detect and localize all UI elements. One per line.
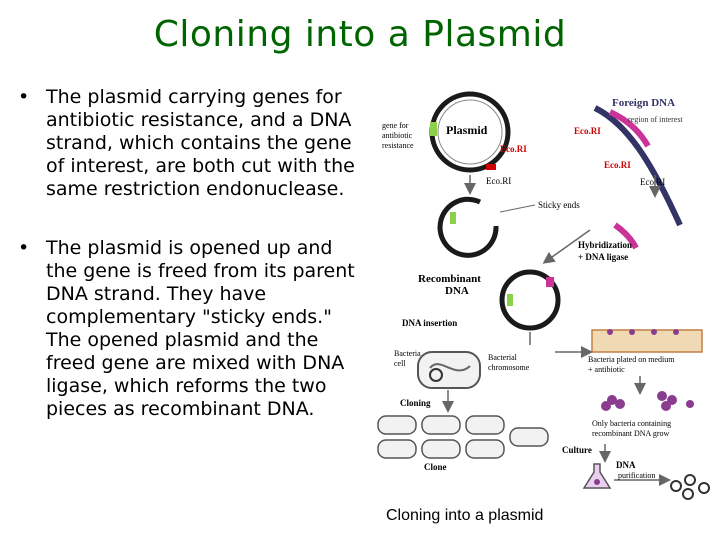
bullet-dot: • bbox=[18, 86, 30, 108]
purification-label-1: DNA bbox=[616, 460, 636, 470]
cloning-label: Cloning bbox=[400, 398, 431, 408]
recombinant-insert-mark bbox=[546, 277, 554, 287]
ecori-site-mark bbox=[486, 164, 496, 170]
foreign-dna-label: Foreign DNA bbox=[612, 97, 675, 109]
only-bacteria-label-1: Only bacteria containing bbox=[592, 419, 671, 428]
culture-label: Culture bbox=[562, 445, 592, 455]
bacterial-chromosome-shape bbox=[429, 363, 471, 372]
purified-plasmids bbox=[670, 474, 710, 500]
plasmid-circle bbox=[429, 91, 511, 173]
plated-label-1: Bacteria plated on medium bbox=[588, 355, 675, 364]
recombinant-label-2: DNA bbox=[445, 285, 469, 297]
culture-flask bbox=[582, 463, 612, 489]
bullet-list: • The plasmid carrying genes for antibio… bbox=[18, 86, 368, 421]
opened-plasmid bbox=[437, 196, 499, 258]
clone-cells bbox=[377, 415, 549, 459]
chromosome-label-2: chromosome bbox=[488, 363, 530, 372]
clone-label: Clone bbox=[424, 462, 447, 472]
region-of-interest-label: region of interest bbox=[628, 115, 683, 124]
ecori-arrow-label: Eco.RI bbox=[486, 176, 511, 186]
diagram-caption: Cloning into a plasmid bbox=[386, 507, 543, 524]
freed-gene-fragment bbox=[613, 222, 639, 250]
foreign-dna-strand bbox=[593, 105, 683, 227]
hybridization-label-2: + DNA ligase bbox=[578, 252, 628, 262]
resistance-gene-mark bbox=[430, 122, 437, 136]
plasmid-in-cell bbox=[429, 368, 443, 382]
plated-label-2: + antibiotic bbox=[588, 365, 625, 374]
bacterium-cell bbox=[417, 351, 481, 389]
recombinant-gene-mark bbox=[507, 294, 513, 306]
ecori-label-foreign-3: Eco.RI bbox=[640, 177, 665, 187]
bullet-item-1: • The plasmid carrying genes for antibio… bbox=[18, 86, 368, 201]
sticky-ends-label: Sticky ends bbox=[538, 200, 580, 210]
region-of-interest-mark bbox=[608, 109, 651, 148]
petri-dish bbox=[591, 329, 703, 353]
ecori-label-foreign-2: Eco.RI bbox=[604, 160, 631, 170]
chromosome-label-1: Bacterial bbox=[488, 353, 518, 362]
slide-title: Cloning into a Plasmid bbox=[153, 14, 567, 55]
opened-gene-mark bbox=[450, 212, 456, 224]
arrow-hybridization bbox=[542, 229, 591, 264]
resistance-label-3: resistance bbox=[382, 141, 414, 150]
resistance-label-2: antibiotic bbox=[382, 131, 413, 140]
recombinant-label-1: Recombinant bbox=[418, 273, 481, 285]
resistance-label-1: gene for bbox=[382, 121, 409, 130]
plasmid-label: Plasmid bbox=[446, 123, 488, 137]
recombinant-plasmid bbox=[499, 269, 561, 331]
ecori-label-plasmid: Eco.RI bbox=[500, 144, 527, 154]
bullet-text-2: The plasmid is opened up and the gene is… bbox=[46, 237, 355, 420]
hybridization-label-1: Hybridization bbox=[578, 240, 632, 250]
only-bacteria-label-2: recombinant DNA grow bbox=[592, 429, 670, 438]
bullet-text-1: The plasmid carrying genes for antibioti… bbox=[46, 86, 355, 200]
dna-insertion-label: DNA insertion bbox=[402, 318, 457, 328]
bacteria-label-1: Bacteria bbox=[394, 349, 421, 358]
colonies bbox=[601, 391, 694, 411]
bacteria-label-2: cell bbox=[394, 359, 406, 368]
bullet-item-2: • The plasmid is opened up and the gene … bbox=[18, 237, 368, 421]
sticky-ends-pointer bbox=[499, 204, 536, 213]
purification-label-2: purification bbox=[618, 471, 655, 480]
ecori-label-foreign-1: Eco.RI bbox=[574, 126, 601, 136]
bullet-dot: • bbox=[18, 237, 30, 259]
